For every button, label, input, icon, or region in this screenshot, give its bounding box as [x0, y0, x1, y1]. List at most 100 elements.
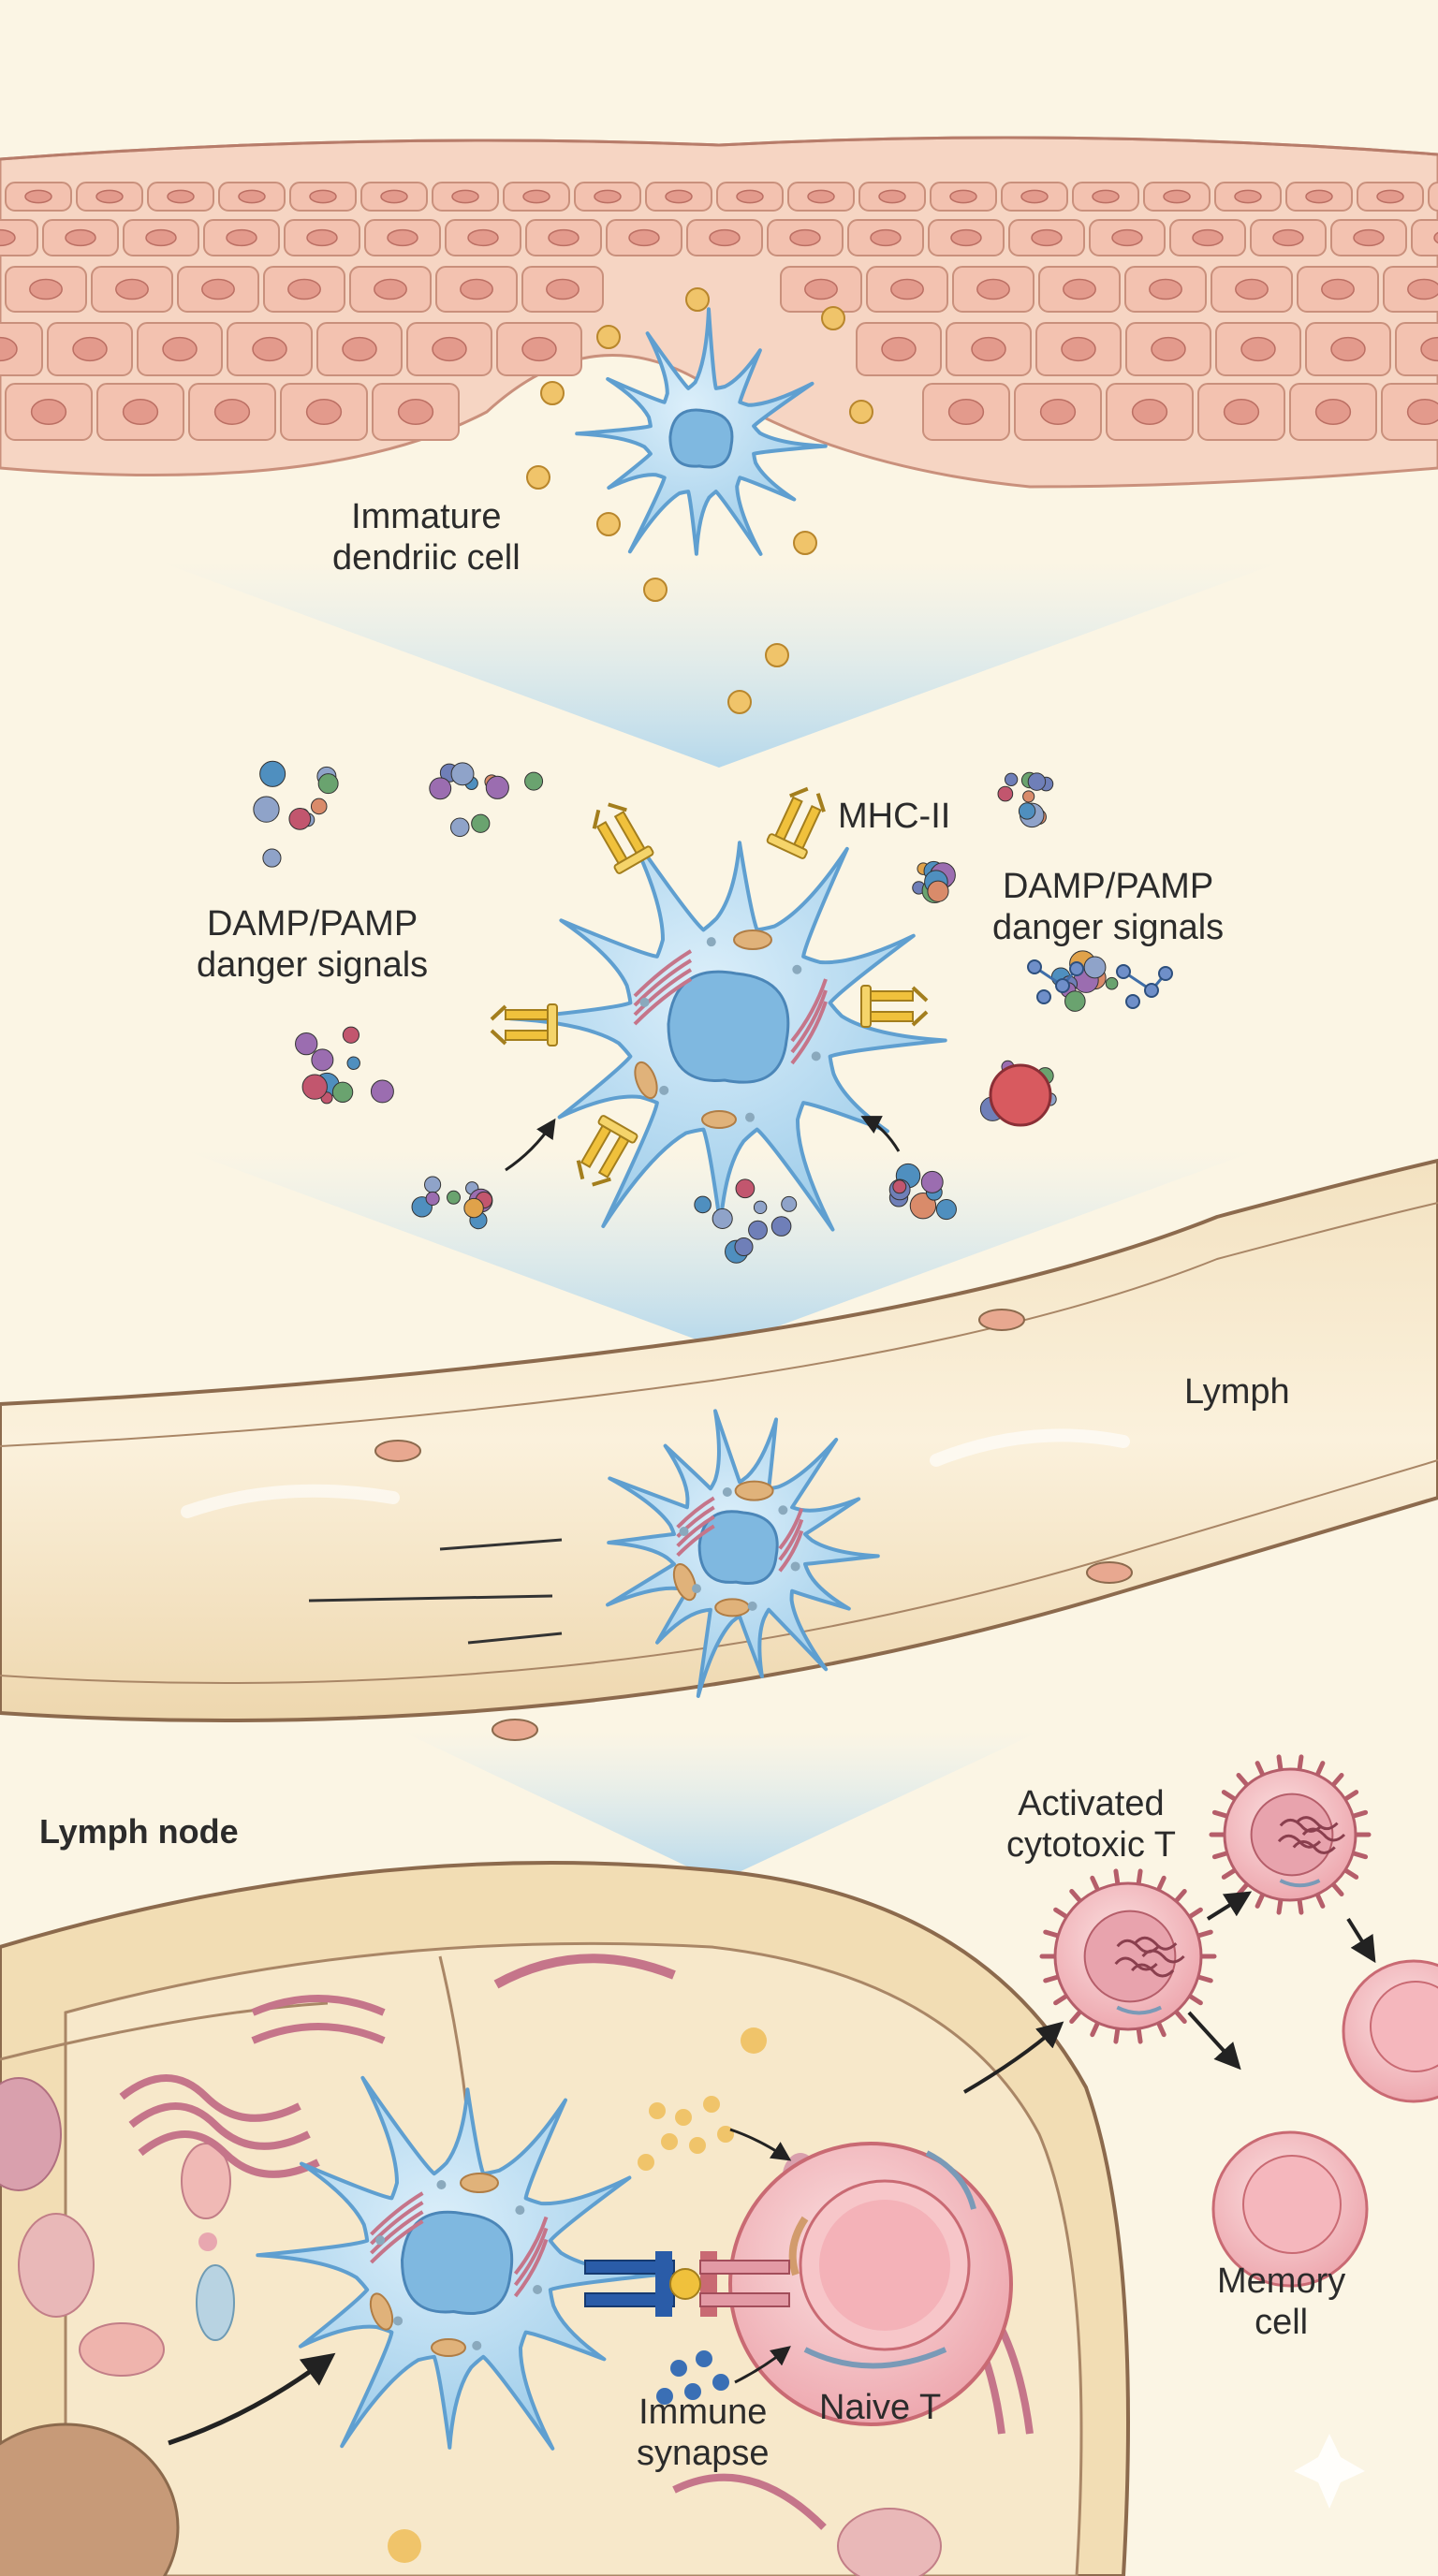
antigen-particle [685, 287, 710, 312]
vesicle [790, 1561, 800, 1572]
epithelial-nucleus [342, 336, 377, 362]
molecule-icon [524, 771, 544, 791]
golgi [676, 1496, 715, 1530]
antigen-particle [596, 325, 621, 349]
migrating-dendritic-cell [606, 1409, 880, 1698]
mitochondrion [672, 1562, 697, 1602]
molecule-icon [1125, 994, 1140, 1009]
epithelial-cell-icon [1411, 219, 1438, 256]
epithelial-nucleus [467, 228, 499, 247]
epithelial-nucleus [546, 278, 580, 300]
epithelial-nucleus [24, 189, 52, 204]
epithelial-nucleus [29, 278, 63, 300]
epithelial-nucleus [628, 228, 660, 247]
antigen-particle [727, 690, 752, 714]
damaged-cell-icon [989, 1063, 1052, 1127]
er [513, 2216, 549, 2276]
molecule-icon [1105, 976, 1119, 990]
epithelial-nucleus [201, 278, 235, 300]
antigen-particle [540, 381, 565, 405]
epithelial-nucleus [1240, 336, 1276, 362]
t-cell-spike [1113, 1868, 1121, 1887]
label-immune-synapse: Immune synapse [637, 2393, 770, 2473]
t-cell-nucleus [1250, 1793, 1334, 1877]
epithelial-nucleus [1321, 278, 1355, 300]
dc-nucleus [668, 408, 734, 469]
molecule-icon [997, 785, 1014, 802]
molecule-icon [424, 1176, 442, 1193]
t-cell-spike [1113, 2026, 1121, 2044]
epithelial-nucleus [72, 336, 108, 362]
epithelial-nucleus [709, 228, 741, 247]
epithelial-nucleus [1272, 228, 1304, 247]
epithelial-nucleus [807, 189, 835, 204]
molecule-icon [449, 817, 470, 838]
vesicle [639, 997, 650, 1007]
vesicle [747, 1601, 757, 1611]
molecule-icon [317, 773, 339, 795]
epithelial-cell-icon [0, 219, 38, 256]
epithelial-nucleus [947, 399, 985, 425]
epithelial-nucleus [306, 228, 338, 247]
molecule-icon [694, 1195, 712, 1214]
epithelial-nucleus [226, 228, 257, 247]
activated-dendritic-cell [508, 824, 947, 1232]
epithelial-nucleus [95, 189, 124, 204]
vesicle [811, 1051, 821, 1061]
antigen-particle [526, 465, 550, 490]
molecule-icon [262, 848, 282, 868]
epithelial-nucleus [971, 336, 1006, 362]
label-immature-dendritic-cell: Immature dendriic cell [332, 497, 521, 578]
molecule-icon [753, 1200, 768, 1215]
mitochondrion [369, 2292, 394, 2331]
epithelial-nucleus [1223, 399, 1260, 425]
molecule-icon [927, 880, 949, 902]
mhc-receptor-icon [576, 1115, 638, 1187]
epithelial-nucleus [1061, 336, 1096, 362]
t-cell-spike [1136, 1868, 1143, 1887]
t-cell-spike [1155, 1875, 1167, 1893]
epithelial-nucleus [1330, 336, 1366, 362]
molecule-icon [331, 1081, 354, 1104]
t-cell-spike [1043, 1974, 1061, 1983]
epithelial-nucleus [374, 278, 407, 300]
t-cell-spike [1043, 1929, 1061, 1939]
epithelial-cell-icon [0, 322, 43, 376]
molecule-icon [1158, 966, 1173, 981]
chromatin [1114, 1956, 1158, 1971]
epithelial-nucleus [950, 228, 982, 247]
molecule-icon [748, 1220, 768, 1240]
t-cell-spike [1221, 1790, 1238, 1802]
golgi [633, 977, 693, 1026]
naive-t-cell [728, 2142, 1013, 2426]
label-lymph-node: Lymph node [39, 1812, 239, 1851]
immature-dendritic-cell [575, 307, 828, 556]
molecule-icon [909, 1192, 937, 1220]
molecule-icon [1036, 989, 1051, 1004]
epithelial-nucleus [1020, 189, 1049, 204]
epithelial-nucleus [804, 278, 838, 300]
t-cell-spike [1211, 1851, 1230, 1860]
molecule-icon [370, 1079, 394, 1104]
molecule-icon [425, 1191, 440, 1207]
epithelial-cell-icon [1428, 182, 1438, 212]
activated-cytotoxic-t-cell-2 [1209, 1754, 1372, 1915]
molecule-icon [1004, 772, 1019, 786]
epithelial-nucleus [789, 228, 821, 247]
dc-nucleus [400, 2210, 514, 2315]
epithelial-nucleus [238, 189, 266, 204]
t-cell-spike [1173, 1888, 1187, 1904]
t-cell-spike [1330, 1773, 1344, 1788]
antigen-particle [643, 578, 668, 602]
cytokine-dots [638, 2096, 792, 2405]
er [513, 2227, 549, 2287]
dc-nucleus [697, 1510, 779, 1585]
molecule-icon [781, 1195, 798, 1212]
epithelial-nucleus [380, 189, 408, 204]
t-cell-spike [1350, 1809, 1369, 1819]
epithelium-layer [0, 136, 1438, 489]
epithelial-nucleus [1131, 399, 1168, 425]
antigen-particle [821, 306, 845, 330]
er [790, 978, 828, 1043]
molecule-icon [485, 775, 509, 799]
